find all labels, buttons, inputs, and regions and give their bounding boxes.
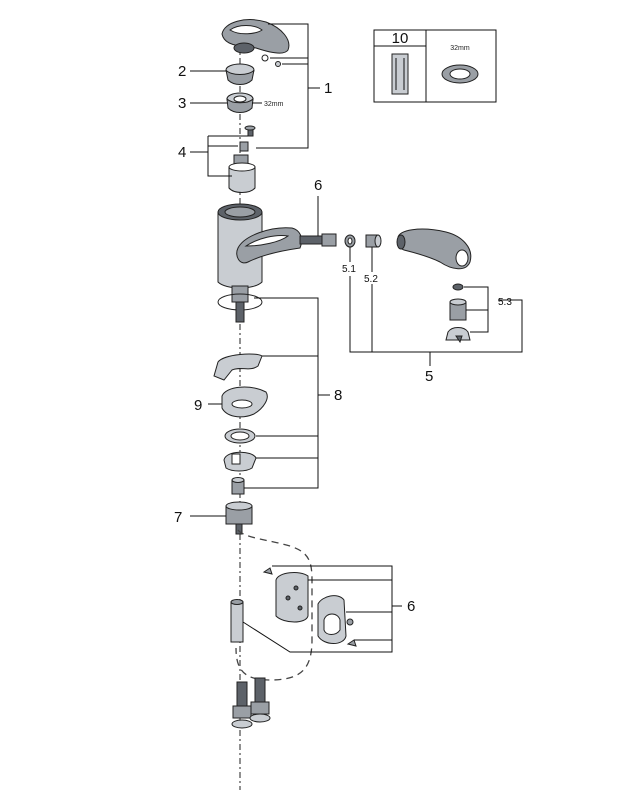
- label-4: 4: [178, 144, 186, 161]
- nut-dimension: 32mm: [264, 101, 284, 108]
- washer-ring: [224, 428, 256, 444]
- hose-clamp: [262, 567, 357, 647]
- leader-lines: [190, 23, 523, 653]
- label-10: 10: [392, 30, 409, 47]
- label-9: 9: [194, 397, 202, 414]
- c-shaped-washer: [223, 451, 257, 472]
- mounting-bracket-9: [221, 386, 268, 418]
- label-2: 2: [178, 63, 186, 80]
- callout-labels: 1 2 3 32mm 4 6 5.1 5.2 5.3 5 8 9 7 6: [174, 63, 512, 615]
- hose-connector-5-1: [344, 234, 356, 248]
- label-6-top: 6: [314, 177, 322, 194]
- supply-hoses: [231, 677, 271, 729]
- label-5: 5: [425, 368, 433, 385]
- pull-out-hose: [299, 233, 337, 247]
- faucet-body: [217, 203, 303, 323]
- label-8: 8: [334, 387, 342, 404]
- label-5-3: 5.3: [498, 297, 512, 308]
- label-3: 3: [178, 95, 186, 112]
- aerator-set: [445, 283, 471, 344]
- cover-cap: [225, 63, 255, 85]
- cartridge-assembly: [228, 125, 256, 193]
- hose-route: [235, 529, 313, 681]
- inset-dimension: 32mm: [450, 45, 470, 52]
- lever-handle: [221, 19, 290, 67]
- spray-head: [396, 228, 472, 270]
- label-1: 1: [324, 80, 332, 97]
- threaded-fitting: [231, 477, 245, 495]
- cartridge-nut: [226, 92, 254, 113]
- inset-box: 10 32mm: [373, 29, 497, 103]
- hose-weight: [230, 599, 244, 643]
- fixing-nut-7: [225, 501, 253, 535]
- hose-connector-5-2: [365, 234, 382, 248]
- label-7: 7: [174, 509, 182, 526]
- label-5-1: 5.1: [342, 264, 356, 275]
- mounting-gasket: [213, 353, 263, 381]
- label-5-2: 5.2: [364, 274, 378, 285]
- label-6-bottom: 6: [407, 598, 415, 615]
